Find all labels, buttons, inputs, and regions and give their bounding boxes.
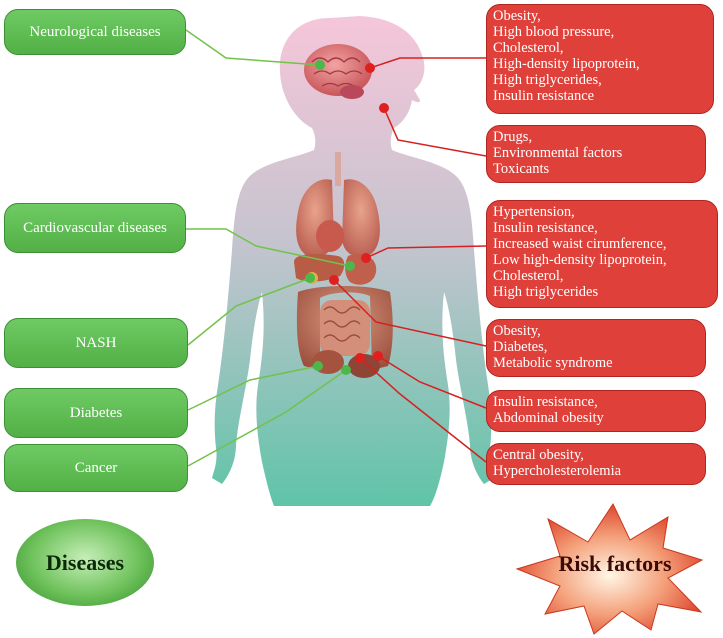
risk-2-line: Drugs, xyxy=(493,129,533,145)
risk-box-1: Obesity, High blood pressure, Cholestero… xyxy=(486,4,714,114)
dot-neuro xyxy=(315,60,325,70)
large-intestine-organ xyxy=(296,286,393,370)
connector-rf2 xyxy=(383,107,487,157)
connector-rf4 xyxy=(333,279,487,347)
risk-3-line: Hypertension, xyxy=(493,204,575,220)
risk-3-line: Low high-density lipoprotein, xyxy=(493,252,667,268)
disease-box-neuro: Neurological diseases xyxy=(4,9,186,55)
connector-cancer xyxy=(187,369,347,467)
risk-6-line: Central obesity, xyxy=(493,447,584,463)
connector-nash xyxy=(187,277,311,346)
risk-4-line: Obesity, xyxy=(493,323,541,339)
brain-folds xyxy=(311,57,363,87)
disease-label-nash: NASH xyxy=(75,334,117,351)
dot-rf6 xyxy=(355,353,365,363)
small-intestine-coils xyxy=(323,306,361,342)
small-intestine-organ xyxy=(320,300,370,356)
connector-rf3 xyxy=(365,245,487,259)
connector-rf6 xyxy=(359,357,487,463)
dot-diabetes xyxy=(313,361,323,371)
risk-1-line: Insulin resistance xyxy=(493,88,595,104)
brain-organ xyxy=(304,44,372,96)
disease-box-cardio: Cardiovascular diseases xyxy=(4,203,186,253)
risk-box-6: Central obesity, Hypercholesterolemia xyxy=(486,443,706,485)
risk-5-line: Insulin resistance, xyxy=(493,394,598,410)
dot-rf5 xyxy=(373,351,383,361)
disease-label-diabetes: Diabetes xyxy=(69,404,123,421)
disease-box-cancer: Cancer xyxy=(4,444,188,492)
connector-rf5 xyxy=(377,355,487,409)
dot-rf2 xyxy=(379,103,389,113)
dot-nash xyxy=(305,273,315,283)
trachea-organ xyxy=(335,152,341,186)
disease-label-cancer: Cancer xyxy=(74,459,118,476)
risk-4-line: Diabetes, xyxy=(493,339,548,355)
diseases-legend-ellipse: Diseases xyxy=(16,519,154,606)
dot-cancer xyxy=(341,365,351,375)
risk-3-line: Increased waist cirumference, xyxy=(493,236,667,252)
risk-1-line: Cholesterol, xyxy=(493,40,564,56)
risk-factors-legend-label: Risk factors xyxy=(558,551,672,576)
risk-2-line: Environmental factors xyxy=(493,145,623,161)
risk-6-line: Hypercholesterolemia xyxy=(493,463,622,479)
risk-4-line: Metabolic syndrome xyxy=(493,355,613,371)
dot-rf3 xyxy=(361,253,371,263)
risk-1-line: High triglycerides, xyxy=(493,72,602,88)
risk-3-line: Insulin resistance, xyxy=(493,220,598,236)
diseases-legend-label: Diseases xyxy=(45,549,125,575)
disease-label-neuro: Neurological diseases xyxy=(29,23,161,40)
connector-diabetes xyxy=(187,365,319,411)
risk-box-4: Obesity, Diabetes, Metabolic syndrome xyxy=(486,319,706,377)
disease-box-nash: NASH xyxy=(4,318,188,368)
risk-1-line: High blood pressure, xyxy=(493,24,615,40)
risk-starburst xyxy=(515,502,704,635)
risk-1-line: High-density lipoprotein, xyxy=(493,56,640,72)
risk-2-line: Toxicants xyxy=(493,161,550,177)
risk-5-line: Abdominal obesity xyxy=(493,410,604,426)
dot-rf4 xyxy=(329,275,339,285)
risk-3-line: High triglycerides xyxy=(493,284,599,300)
disease-label-cardio: Cardiovascular diseases xyxy=(23,219,167,236)
connector-rf1 xyxy=(369,57,486,69)
risk-1-line: Obesity, xyxy=(493,8,541,24)
connector-cardio xyxy=(186,228,351,267)
right-lung-organ xyxy=(342,179,380,258)
risk-box-5: Insulin resistance, Abdominal obesity xyxy=(486,390,706,432)
heart-organ xyxy=(316,220,344,252)
risk-3-line: Cholesterol, xyxy=(493,268,564,284)
disease-box-diabetes: Diabetes xyxy=(4,388,188,438)
dot-rf1 xyxy=(365,63,375,73)
risk-box-3: Hypertension, Insulin resistance, Increa… xyxy=(486,200,718,308)
connector-neuro xyxy=(185,29,321,66)
dot-cardio xyxy=(345,261,355,271)
cerebellum-organ xyxy=(340,85,364,99)
risk-box-2: Drugs, Environmental factors Toxicants xyxy=(486,125,706,183)
